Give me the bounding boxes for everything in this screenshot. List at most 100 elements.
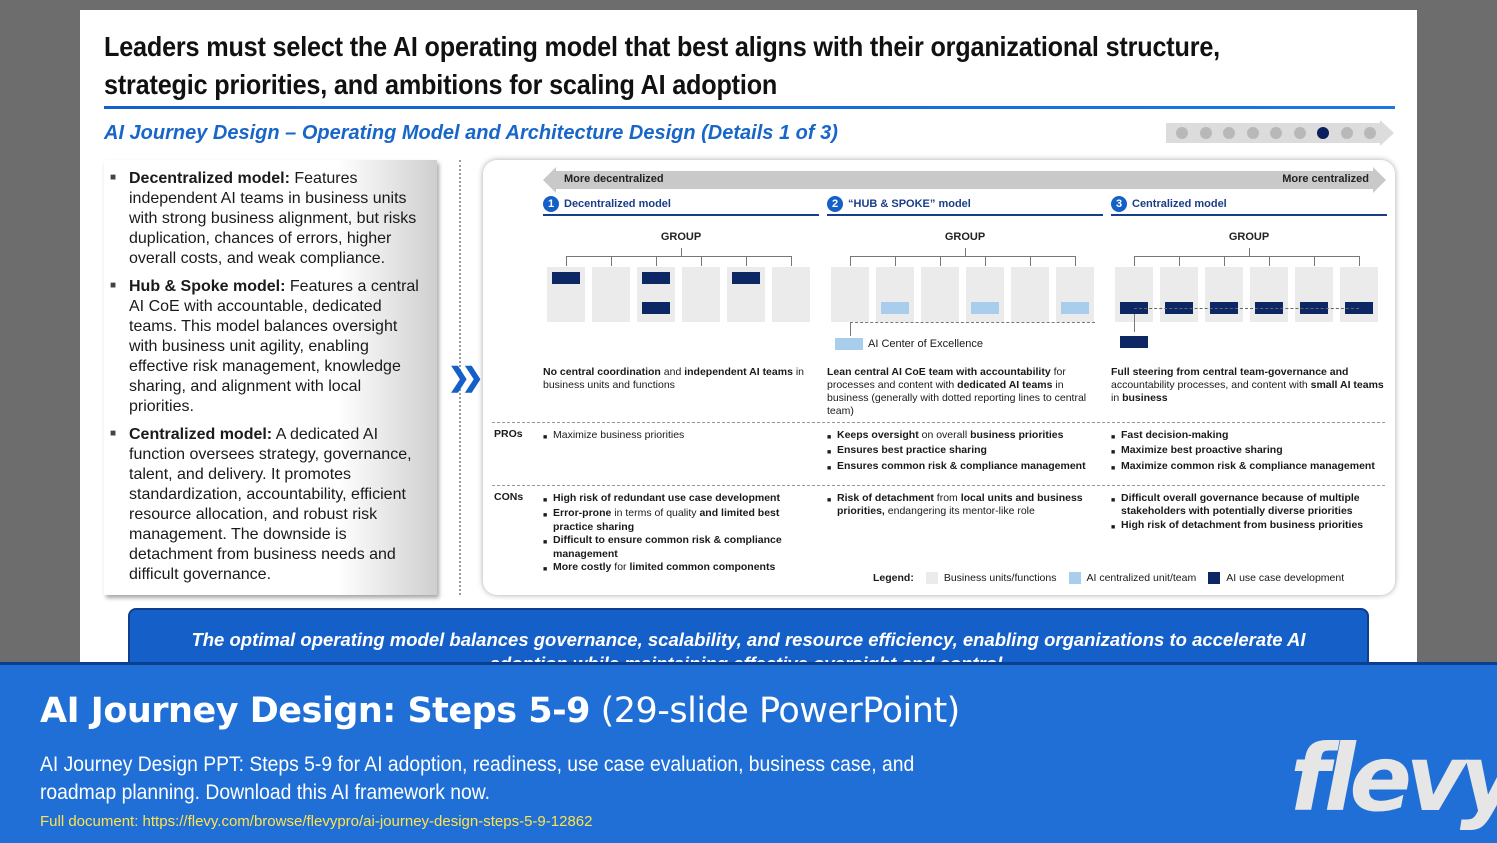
bullet-square-icon: ■: [543, 539, 548, 547]
ai-use-case-block: [552, 272, 580, 284]
org-connector: [681, 248, 682, 256]
text-run: Maximize best proactive sharing: [1121, 444, 1283, 457]
org-connector: [566, 256, 791, 257]
central-team-block: [1120, 336, 1148, 348]
title-divider: [104, 106, 1395, 109]
bullet-decentralized: ■ Decentralized model: Features independ…: [110, 169, 437, 269]
model-name: Centralized model: [1132, 198, 1227, 210]
bullet-square-icon: ■: [543, 497, 548, 504]
org-connector: [656, 256, 657, 266]
slide-subtitle: AI Journey Design – Operating Model and …: [104, 122, 838, 144]
progress-dot: [1223, 127, 1235, 139]
text-run: local units and business priorities,: [837, 492, 1083, 518]
text-run: dedicated AI teams: [957, 379, 1053, 391]
ai-central-team-block: [971, 302, 999, 314]
org-connector: [611, 256, 612, 266]
org-connector: [1269, 256, 1270, 266]
dotted-link-line: [1134, 308, 1359, 309]
document-link[interactable]: Full document: https://flevy.com/browse/…: [40, 813, 593, 830]
org-connector: [701, 256, 702, 266]
text-run: Maximize business priorities: [553, 429, 685, 441]
list-item: ■Error-prone in terms of quality and lim…: [543, 507, 819, 534]
list-item: ■Risk of detachment from local units and…: [827, 492, 1103, 519]
cons-separator: [492, 485, 1385, 486]
bullet-square-icon: ■: [827, 464, 832, 472]
flevy-logo: flevy: [1290, 725, 1497, 832]
progress-dot: [1340, 127, 1353, 139]
list-item: ■ Maximize best proactive sharing: [1111, 444, 1387, 459]
org-connector: [850, 256, 851, 266]
progress-dot: [1364, 127, 1376, 139]
text-run: in business (generally with dotted repor…: [827, 379, 1087, 417]
org-connector: [1134, 314, 1135, 332]
list-item: ■Keeps oversight on overall business pri…: [827, 429, 1103, 444]
business-unit-box: [682, 267, 720, 322]
banner-description: AI Journey Design PPT: Steps 5-9 for AI …: [40, 753, 915, 804]
model-description: No central coordination and independent …: [543, 366, 819, 392]
model-number-badge: 2: [827, 196, 843, 212]
org-connector: [1134, 256, 1359, 257]
ai-use-case-block: [732, 272, 760, 284]
bullet-term: Decentralized model:: [129, 170, 290, 187]
model-header: 2“HUB & SPOKE” model: [827, 196, 1103, 216]
document-banner: AI Journey Design: Steps 5-9 (29-slide P…: [0, 662, 1497, 843]
business-unit-box: [1011, 267, 1049, 322]
progress-dot: [1246, 127, 1259, 139]
dotted-divider: [459, 160, 461, 595]
text-run: from: [933, 492, 961, 504]
model-description: Lean central AI CoE team with accountabi…: [827, 366, 1103, 418]
legend-title: Legend:: [873, 572, 914, 584]
business-unit-box: [831, 267, 869, 322]
list-item: ■ Ensures common risk & compliance manage…: [827, 460, 1103, 475]
cons-label: CONs: [494, 491, 524, 503]
bullet-term: Centralized model:: [129, 426, 273, 443]
list-item: ■Maximize business priorities: [543, 429, 819, 444]
bullet-list: ■ Fast decision-making ■ Maximize best proa…: [1111, 429, 1387, 475]
bullet-square-icon: ■: [543, 566, 548, 574]
list-item: ■Difficult overall governance because of…: [1111, 492, 1387, 519]
list-item: ■High risk of detachment from business p…: [1111, 519, 1387, 534]
text-run: on overall: [918, 429, 971, 441]
text-run: Ensures common risk & compliance managem…: [837, 459, 1086, 472]
text-run: High risk of detachment from business pr…: [1121, 518, 1364, 531]
bullet-square-icon: ■: [543, 512, 548, 520]
text-run: Ensures best practice sharing: [837, 444, 987, 457]
dotted-reporting-line: [850, 322, 1095, 323]
bullet-list: ■Keeps oversight on overall business pri…: [827, 429, 1103, 475]
bullet-hub-spoke: ■ Hub & Spoke model: Features a central …: [110, 277, 437, 417]
bullet-square-icon: ■: [110, 172, 117, 183]
progress-dot: [1176, 127, 1188, 139]
org-connector: [1030, 256, 1031, 266]
bullet-square-icon: ■: [1111, 449, 1116, 457]
ai-central-team-block: [881, 302, 909, 314]
bullet-square-icon: ■: [1111, 497, 1116, 504]
progress-dot: [1270, 127, 1282, 139]
legend-swatch-central: [1068, 572, 1081, 584]
bullet-list: ■Maximize business priorities: [543, 429, 819, 444]
bullet-square-icon: ■: [1111, 434, 1116, 441]
coe-block: [835, 338, 863, 350]
model-number-badge: 3: [1111, 196, 1127, 212]
slide-title: Leaders must select the AI operating mod…: [104, 31, 1220, 100]
org-diagram: [1111, 248, 1387, 348]
banner-title: AI Journey Design: Steps 5-9 (29-slide P…: [40, 691, 960, 731]
text-run: business: [1122, 392, 1168, 404]
text-run: No central coordination: [543, 366, 661, 378]
text-run: for: [611, 561, 630, 574]
bullet-square-icon: ■: [1111, 464, 1116, 472]
org-connector: [965, 248, 966, 256]
list-item: ■More costly for limited common componen…: [543, 561, 819, 576]
text-run: Fast decision-making: [1121, 429, 1229, 441]
bullet-text: A dedicated AI function oversees strateg…: [129, 426, 412, 583]
model-number-badge: 1: [543, 196, 559, 212]
arrow-label-left: More decentralized: [564, 173, 664, 185]
org-connector: [1075, 256, 1076, 266]
org-connector: [791, 256, 792, 266]
bullet-text: Features independent AI teams in busines…: [129, 170, 417, 267]
text-run: in business units and functions: [543, 366, 805, 391]
bullet-list: ■Difficult overall governance because of…: [1111, 492, 1387, 534]
org-connector: [746, 256, 747, 266]
bullet-text: Features a central AI CoE with accountab…: [129, 278, 419, 415]
